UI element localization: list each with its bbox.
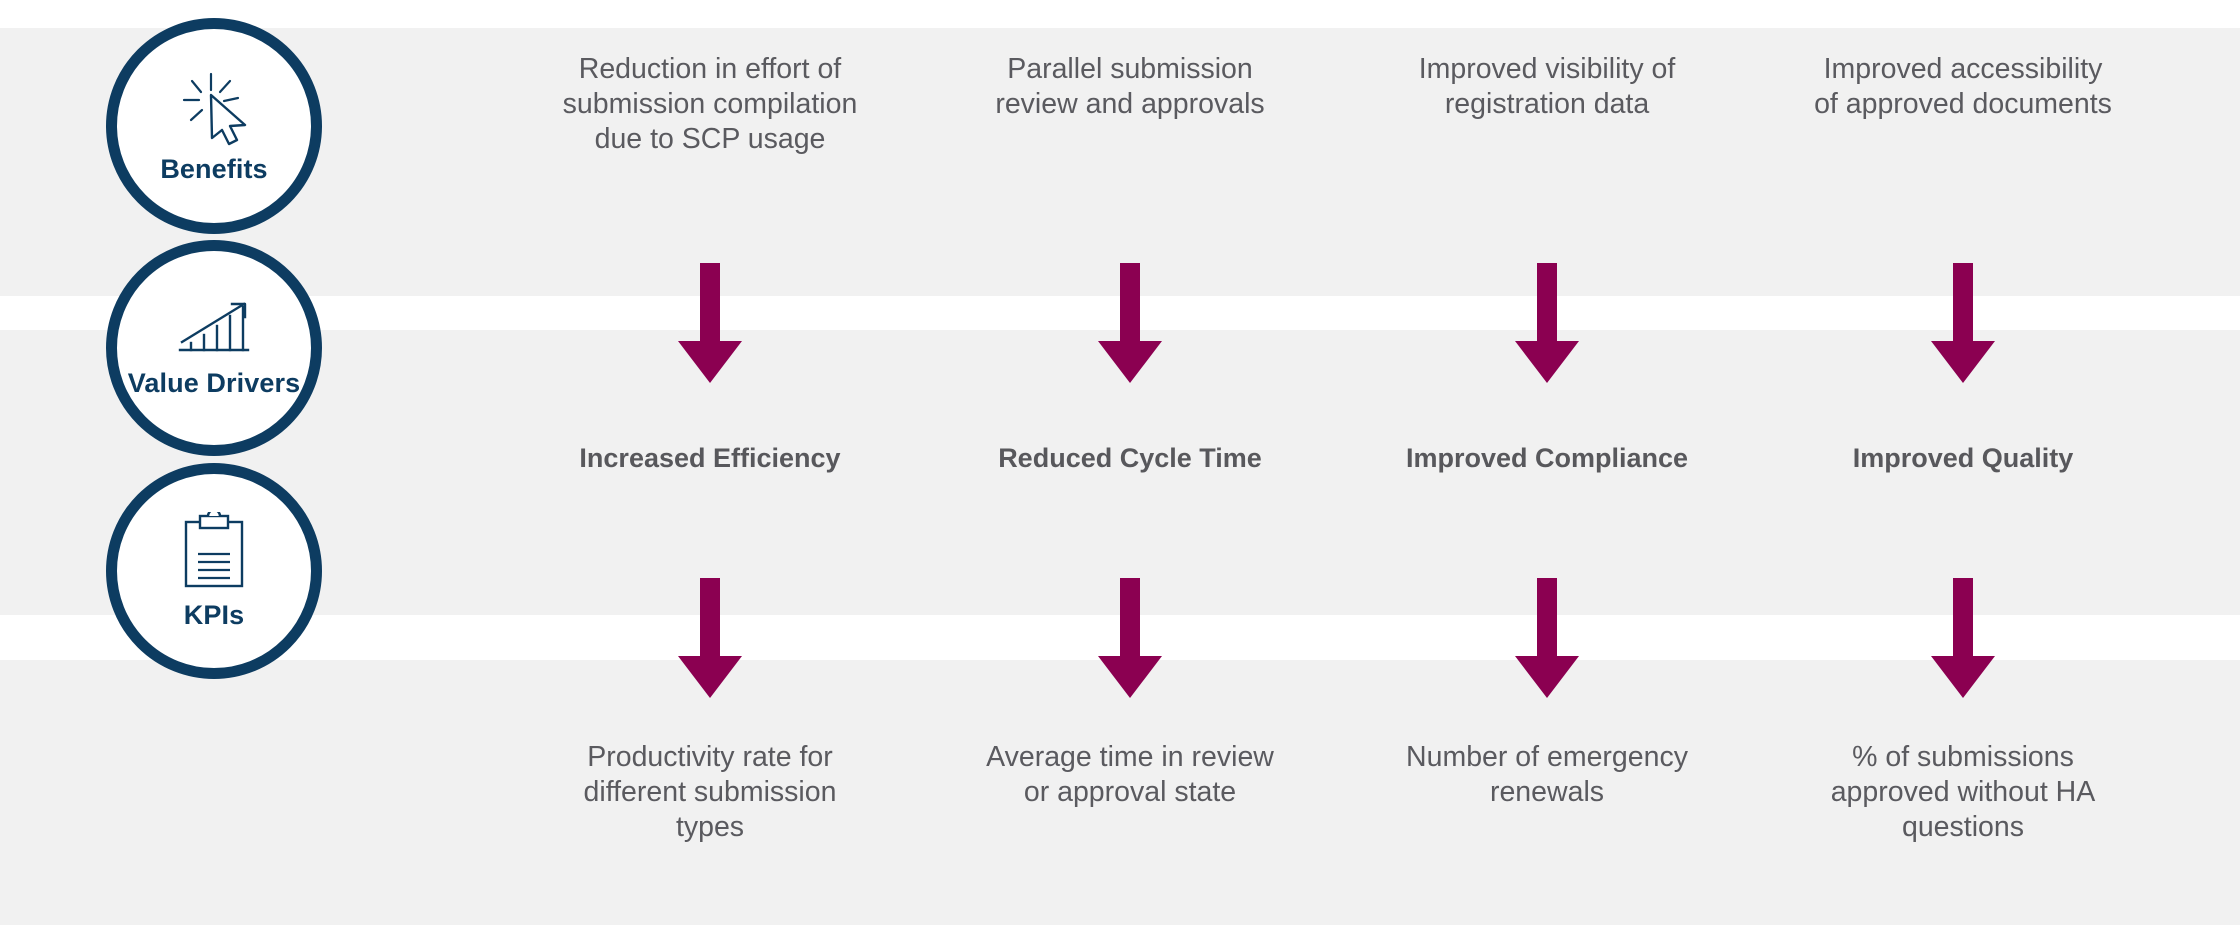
kpi-cell-2: Average time in review or approval state (986, 741, 1274, 808)
growth-bar-chart-icon (174, 298, 254, 365)
down-arrow-icon-1-4 (1923, 263, 2003, 385)
band-value-drivers (0, 330, 2240, 615)
band-kpis (0, 660, 2240, 925)
category-circle-value-drivers[interactable]: Value Drivers (106, 240, 322, 456)
down-arrow-icon-1-1 (670, 263, 750, 385)
down-arrow-icon-2-2 (1090, 578, 1170, 700)
down-arrow-icon-1-2 (1090, 263, 1170, 385)
down-arrow-icon-1-3 (1507, 263, 1587, 385)
benefit-cell-4: Improved accessibility of approved docum… (1814, 53, 2112, 120)
down-arrow-icon-2-4 (1923, 578, 2003, 700)
circle-label-kpis: KPIs (183, 599, 245, 630)
down-arrow-icon-2-3 (1507, 578, 1587, 700)
circle-label-value-drivers: Value Drivers (127, 367, 301, 398)
category-circle-kpis[interactable]: KPIs (106, 463, 322, 679)
value-driver-cell-2: Reduced Cycle Time (998, 443, 1262, 473)
benefit-cell-1: Reduction in effort of submission compil… (562, 53, 858, 155)
kpi-cell-4: % of submissions approved without HA que… (1830, 741, 2096, 843)
benefit-cell-2: Parallel submission review and approvals (995, 53, 1265, 120)
down-arrow-icon-2-1 (670, 578, 750, 700)
click-cursor-icon (175, 68, 253, 151)
kpi-cell-1: Productivity rate for different submissi… (583, 741, 837, 843)
benefit-cell-3: Improved visibility of registration data (1418, 53, 1676, 120)
value-driver-cell-4: Improved Quality (1852, 443, 2074, 473)
clipboard-icon (178, 508, 250, 597)
kpi-cell-3: Number of emergency renewals (1406, 741, 1688, 808)
circle-label-benefits: Benefits (160, 153, 268, 184)
value-driver-cell-1: Increased Efficiency (579, 443, 841, 473)
value-driver-cell-3: Improved Compliance (1405, 443, 1689, 473)
category-circle-benefits[interactable]: Benefits (106, 18, 322, 234)
band-benefits (0, 28, 2240, 296)
